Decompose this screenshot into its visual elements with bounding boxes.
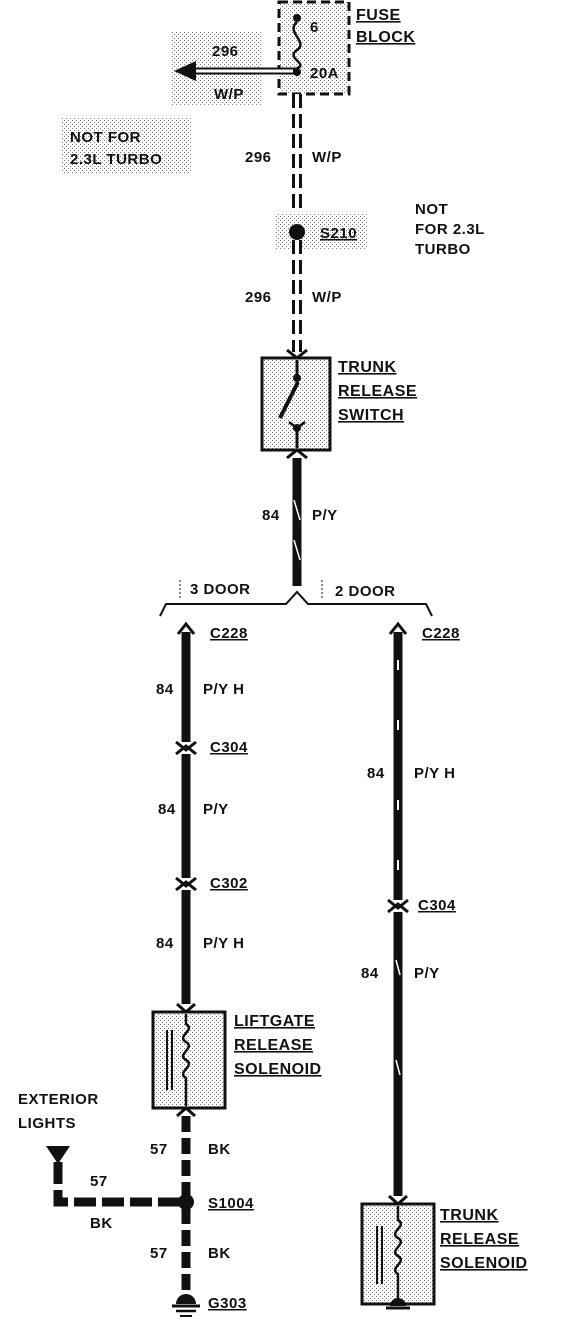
left-w1-color: P/Y H	[203, 681, 244, 698]
connector-c228-right-icon	[388, 621, 408, 635]
switch-arrow-icon	[288, 421, 306, 430]
right-w1-color: P/Y H	[414, 765, 455, 782]
left-w2-circuit: 84	[158, 801, 176, 818]
wire-84-main-circuit: 84	[262, 507, 280, 524]
connector-c304-left-icon	[175, 740, 197, 756]
wire-296-a-color: W/P	[312, 149, 342, 166]
switch-title-1: TRUNK	[338, 359, 397, 376]
wire-296-b-circuit: 296	[245, 289, 272, 306]
left-w5-color: BK	[208, 1245, 231, 1262]
fuse-block-title-1: FUSE	[356, 7, 401, 24]
right-c304: C304	[418, 897, 456, 914]
trunk-solenoid-title-3: SOLENOID	[440, 1255, 528, 1272]
switch-title-3: SWITCH	[338, 407, 404, 424]
left-w5-circuit: 57	[150, 1245, 168, 1262]
wire-296-upper: 296 W/P	[245, 94, 342, 226]
s210-splice-dot	[289, 224, 305, 240]
branch-brace: 3 DOOR 2 DOOR	[159, 580, 433, 617]
note-right-line1: NOT	[415, 201, 448, 218]
ground-g303-icon	[172, 1294, 200, 1317]
wire-296-b-color: W/P	[312, 289, 342, 306]
note-left: NOT FOR 2.3L TURBO	[62, 118, 192, 174]
left-w3-circuit: 84	[156, 935, 174, 952]
ground-icon	[386, 1298, 410, 1310]
arrow-down-icon	[46, 1146, 70, 1164]
connector-c228-left-icon	[176, 621, 196, 635]
wire-84-main: 84 P/Y	[262, 458, 338, 586]
right-c228: C228	[422, 625, 460, 642]
ext-wire-color: BK	[90, 1215, 113, 1232]
wire-84-main-color: P/Y	[312, 507, 338, 524]
ext-title-1: EXTERIOR	[18, 1091, 99, 1108]
s210-label: S210	[320, 225, 357, 242]
splice-s210: S210	[276, 214, 368, 250]
ext-wire-circuit: 57	[90, 1173, 108, 1190]
left-w4-circuit: 57	[150, 1141, 168, 1158]
fuse-rating-label: 20A	[310, 65, 339, 82]
coil-icon	[181, 1014, 191, 1106]
connector-c302-left-icon	[175, 876, 197, 892]
fuse-block: 6 20A FUSE BLOCK	[277, 0, 415, 96]
connector-chevron-icon	[286, 448, 308, 460]
wire-296-a-circuit: 296	[245, 149, 272, 166]
liftgate-title-2: RELEASE	[234, 1037, 313, 1054]
connector-chevron-icon	[176, 1105, 196, 1118]
note-left-box	[62, 118, 192, 174]
right-w1-circuit: 84	[367, 765, 385, 782]
liftgate-title-3: SOLENOID	[234, 1061, 322, 1078]
note-right-line2: FOR 2.3L	[415, 221, 485, 238]
fuse-block-title-2: BLOCK	[356, 29, 415, 46]
left-c304: C304	[210, 739, 248, 756]
left-w4-color: BK	[208, 1141, 231, 1158]
fuse-block-box	[277, 0, 351, 96]
switch-title-2: RELEASE	[338, 383, 417, 400]
arrow-left-icon	[174, 61, 196, 81]
wire-296-lower: 296 W/P	[245, 240, 342, 352]
g303-label: G303	[208, 1295, 247, 1312]
branch-color: W/P	[214, 86, 244, 103]
right-w2-circuit: 84	[361, 965, 379, 982]
note-right: NOT FOR 2.3L TURBO	[415, 201, 485, 258]
s1004-splice-dot	[178, 1194, 194, 1210]
left-branch: C228 84 P/Y H C304 84 P/Y C302 84 P/Y H …	[18, 621, 322, 1317]
left-c302: C302	[210, 875, 248, 892]
branch-circuit: 296	[212, 43, 239, 60]
s1004-label: S1004	[208, 1195, 254, 1212]
right-w2-color: P/Y	[414, 965, 440, 982]
left-w3-color: P/Y H	[203, 935, 244, 952]
switch-blade-icon	[278, 381, 300, 419]
fuse-element-icon	[292, 21, 302, 70]
note-left-line1: NOT FOR	[70, 129, 141, 146]
fuse-pin-label: 6	[310, 19, 319, 36]
liftgate-title-1: LIFTGATE	[234, 1013, 315, 1030]
connector-c304-right-icon	[387, 898, 409, 914]
ext-title-2: LIGHTS	[18, 1115, 76, 1132]
branch-right-label: 2 DOOR	[335, 583, 396, 600]
left-w1-circuit: 84	[156, 681, 174, 698]
trunk-solenoid-title-2: RELEASE	[440, 1231, 519, 1248]
coil-icon	[393, 1206, 403, 1300]
branch-left-label: 3 DOOR	[190, 581, 251, 598]
branch-out-296: 296 W/P	[172, 32, 297, 106]
trunk-release-switch: TRUNK RELEASE SWITCH	[260, 348, 417, 460]
note-left-line2: 2.3L TURBO	[70, 151, 162, 168]
left-w2-color: P/Y	[203, 801, 229, 818]
fuse-terminal-top	[293, 14, 301, 22]
left-c228: C228	[210, 625, 248, 642]
brace-icon	[159, 590, 433, 617]
trunk-solenoid-title-1: TRUNK	[440, 1207, 499, 1224]
right-branch: C228 84 P/Y H C304 84 P/Y TRUNK RELEASE …	[360, 621, 528, 1310]
note-right-line3: TURBO	[415, 241, 471, 258]
